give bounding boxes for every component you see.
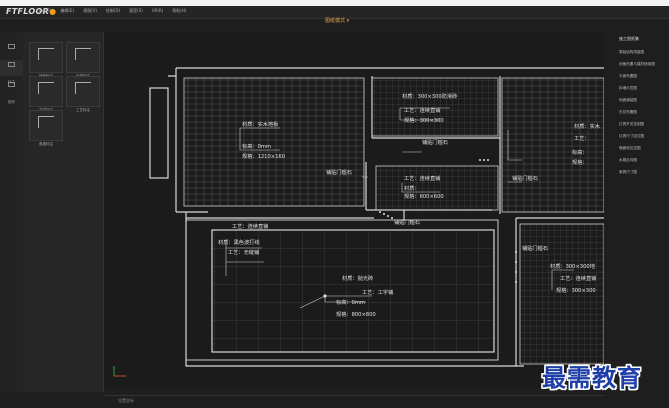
drawing-item-original[interactable]: 原始结构测量图 — [619, 50, 645, 54]
craft-annotation-icon — [75, 82, 91, 94]
menu-vr[interactable]: VR(R) — [151, 8, 164, 13]
menu-bar: FTFLOOR● 文件(F) 编辑(E) 视图(V) 绘制(D) 量室(S) V… — [0, 6, 669, 19]
menu-help[interactable]: 帮助(H) — [172, 8, 187, 13]
menu-draw[interactable]: 绘制(D) — [105, 8, 121, 13]
label-hall-spec: 规格：600×600 — [404, 192, 444, 200]
label-bedroom-spec: 规格：1210×160 — [242, 152, 285, 160]
room-bathroom — [371, 77, 499, 137]
label-living-craft: 工艺：无缝铺 — [228, 248, 259, 256]
drawing-item-furniture[interactable]: 家具尺寸图 — [619, 170, 637, 174]
status-text: 设置坐标 — [118, 398, 134, 403]
angle-annotation-icon — [38, 116, 54, 128]
label-threshold-3: 铺贴门槛石 — [512, 174, 538, 182]
sidebar: 图元 标注 图块 — [0, 32, 24, 392]
label-bed2-height: 标高： — [572, 148, 588, 156]
drawing-item-ceiling[interactable]: 天花布置图 — [619, 110, 637, 114]
leader-annotation-tool[interactable]: 引线标注 — [66, 42, 100, 78]
status-bar: 设置坐标 — [104, 395, 604, 406]
room-living — [185, 219, 499, 361]
sidebar-item-primitive[interactable]: 图元 — [0, 42, 23, 66]
drawing-item-equipment[interactable]: 设备布置与建材使用图 — [619, 62, 655, 66]
label-living-craft-top: 工艺：连续直铺 — [232, 222, 268, 230]
drawing-item-lamp-position[interactable]: 灯具尺寸定位图 — [619, 134, 645, 138]
block-icon — [8, 82, 15, 87]
label-bedroom-material: 材质：实木地板 — [242, 120, 279, 128]
label-bed2-craft: 工艺： — [574, 135, 590, 142]
label-bedroom-height: 标高：0mm — [242, 142, 271, 150]
panel-title: 施工图纸集 — [619, 36, 639, 41]
room-bedroom — [183, 77, 365, 207]
label-bath-craft: 工艺：连续直铺 — [404, 106, 440, 114]
drawing-item-floor[interactable]: 地面铺装图 — [619, 98, 637, 102]
menu-file[interactable]: 文件(F) — [38, 8, 52, 13]
label-hall-craft: 工艺：连续直铺 — [404, 174, 440, 182]
label-living-tile: 材质：抛光砖 — [342, 274, 373, 282]
label-threshold-1: 铺贴门槛石 — [422, 138, 448, 146]
primitive-icon — [8, 44, 15, 49]
label-kitchen-material: 材质：300×300地 — [550, 262, 595, 270]
drawing-item-switch[interactable]: 灯具开关控制图 — [619, 122, 645, 126]
menu-edit[interactable]: 编辑(E) — [60, 8, 75, 13]
threshold-markers — [323, 159, 517, 298]
label-living-spec: 规格：800×800 — [336, 310, 376, 318]
label-kitchen-spec: 规格：300×300 — [556, 286, 596, 294]
label-bed2-spec: 规格： — [572, 158, 588, 166]
label-bath-spec: 规格：300×300 — [404, 116, 444, 124]
label-living-material: 材质：黑色波打线 — [218, 238, 260, 246]
label-bath-material: 材质：300×300防滑砖 — [402, 92, 457, 100]
app-window: FTFLOOR● 文件(F) 编辑(E) 视图(V) 绘制(D) 量室(S) V… — [0, 6, 669, 408]
label-bed2-material: 材质：实木 — [574, 122, 601, 130]
leader-annotation-icon — [75, 48, 91, 60]
sidebar-item-annotation[interactable]: 标注 — [0, 60, 23, 84]
annotation-icon — [8, 62, 15, 67]
annotation-panel: 地板标注 引线标注 文字标注 工艺标注 角度标注 — [23, 32, 104, 392]
drawing-item-layout[interactable]: 平面布置图 — [619, 74, 637, 78]
drawing-item-water[interactable]: 水路走向图 — [619, 158, 637, 162]
drawing-canvas[interactable]: 材质：实木地板 标高：0mm 规格：1210×160 材质：300×300防滑砖… — [104, 32, 605, 390]
label-threshold-5: 铺贴门槛石 — [522, 244, 548, 252]
leader-lines — [225, 107, 574, 309]
drawing-item-wall-outlet[interactable]: 墙面电位控图 — [619, 146, 641, 150]
drawing-set-panel: 施工图纸集 原始结构测量图 设备布置与建材使用图 平面布置图 拆墙示意图 地面铺… — [612, 32, 669, 392]
watermark-text: 最需教育 — [542, 363, 642, 392]
floor-annotation-tool[interactable]: 地板标注 — [29, 42, 63, 78]
room-kitchen — [519, 223, 605, 365]
sidebar-item-block[interactable]: 图块 — [0, 80, 23, 104]
drawing-item-demolition[interactable]: 拆墙示意图 — [619, 86, 637, 90]
craft-annotation-tool[interactable]: 工艺标注 — [66, 76, 100, 112]
axis-indicator — [113, 366, 126, 377]
room-hall — [375, 165, 499, 211]
menu-view[interactable]: 视图(V) — [83, 8, 97, 13]
menu-measure[interactable]: 量室(S) — [129, 8, 143, 13]
room-bedroom2 — [501, 77, 605, 213]
text-annotation-tool[interactable]: 文字标注 — [29, 76, 63, 112]
floor-plan: 材质：实木地板 标高：0mm 规格：1210×160 材质：300×300防滑砖… — [113, 67, 605, 377]
label-living-height: 标高：0mm — [336, 298, 365, 306]
floor-annotation-icon — [38, 48, 54, 60]
label-threshold-4: 铺贴门槛石 — [394, 218, 420, 226]
mode-dropdown[interactable]: 图纸模式 ▾ — [325, 18, 350, 24]
angle-annotation-tool[interactable]: 角度标注 — [29, 110, 63, 146]
app-logo: FTFLOOR● — [6, 7, 57, 16]
label-threshold-2: 铺贴门槛石 — [326, 168, 352, 176]
label-kitchen-craft: 工艺：连续直铺 — [560, 274, 596, 282]
plan-labels: 材质：实木地板 标高：0mm 规格：1210×160 材质：300×300防滑砖… — [218, 92, 601, 318]
menu-list: 文件(F) 编辑(E) 视图(V) 绘制(D) 量室(S) VR(R) 帮助(H… — [38, 8, 186, 14]
living-tile-area — [211, 229, 495, 353]
label-living-tile-craft: 工艺：工字铺 — [362, 288, 393, 296]
text-annotation-icon — [38, 82, 54, 94]
label-hall-material: 材质： — [404, 184, 420, 192]
